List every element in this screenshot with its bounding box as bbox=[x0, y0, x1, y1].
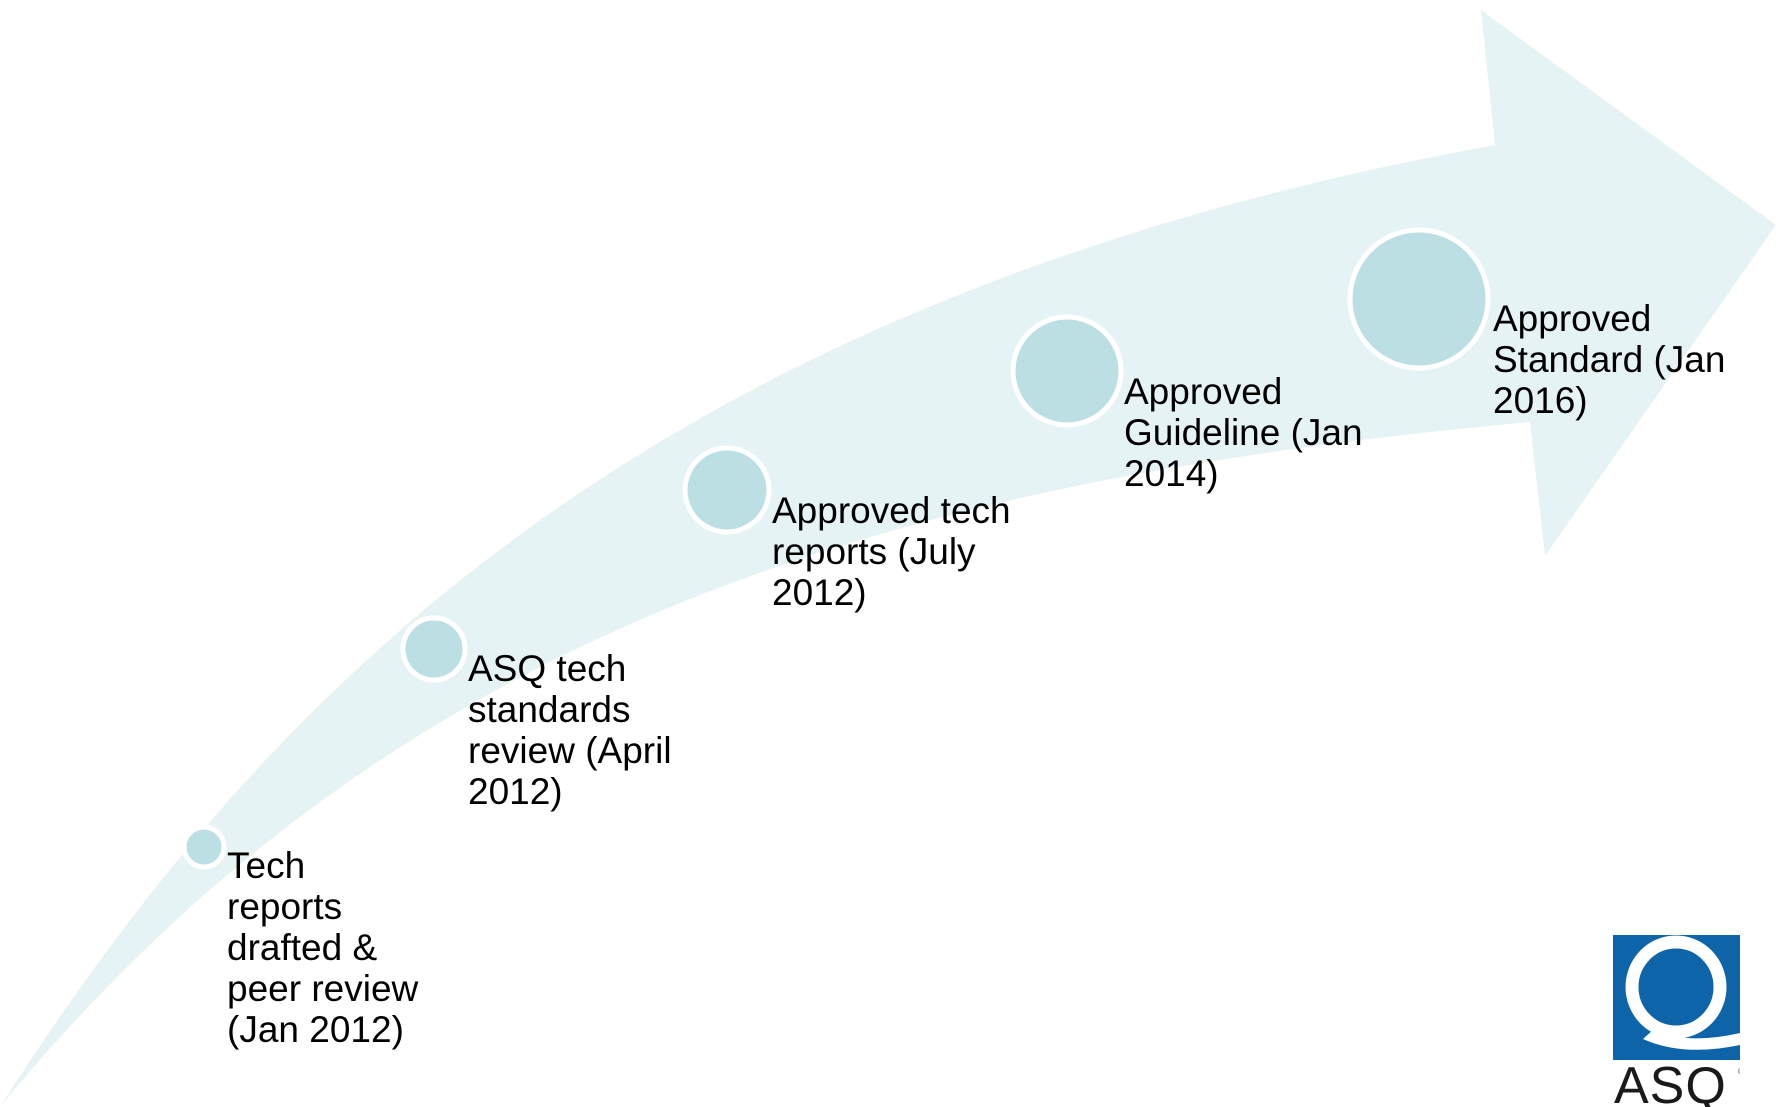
milestone-circle-2 bbox=[400, 615, 468, 683]
logo-text: ASQ bbox=[1614, 1057, 1727, 1107]
registered-mark: ® bbox=[1738, 1068, 1740, 1076]
milestone-label-2: ASQ tech standards review (April 2012) bbox=[468, 648, 672, 812]
milestone-circle-4 bbox=[1010, 314, 1124, 428]
progress-arrow bbox=[0, 10, 1776, 1107]
milestone-label-1: Tech reports drafted & peer review (Jan … bbox=[227, 845, 419, 1050]
asq-q-icon bbox=[1613, 935, 1740, 1060]
asq-logo: ASQ ® bbox=[1606, 930, 1740, 1107]
milestone-label-5: Approved Standard (Jan 2016) bbox=[1493, 298, 1726, 421]
milestone-circle-3 bbox=[682, 445, 772, 535]
milestone-circle-1 bbox=[181, 824, 227, 870]
milestone-label-4: Approved Guideline (Jan 2014) bbox=[1124, 371, 1363, 494]
milestone-label-3: Approved tech reports (July 2012) bbox=[772, 490, 1011, 613]
milestone-circle-5 bbox=[1347, 227, 1491, 371]
